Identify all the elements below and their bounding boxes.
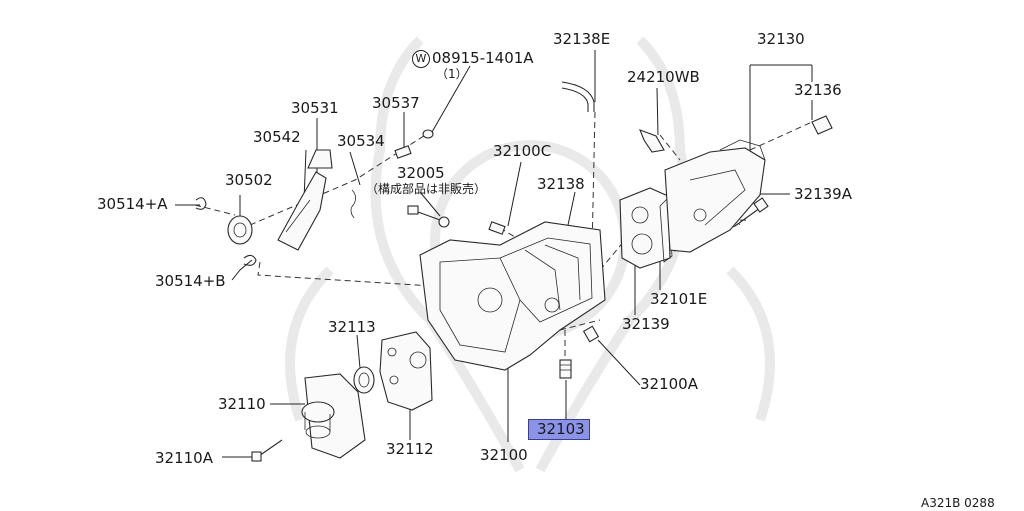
clip-30514A (195, 197, 207, 210)
label-32103-highlighted[interactable]: 32103 (528, 419, 590, 440)
washer-08915 (422, 129, 434, 139)
gasket-32139 (659, 197, 673, 263)
transmission-case-32100 (419, 221, 606, 371)
bolt-32110A (251, 439, 283, 462)
label-30534[interactable]: 30534 (337, 132, 385, 150)
pivot-bolt-30537 (394, 145, 412, 159)
label-32138E[interactable]: 32138E (553, 30, 611, 48)
washer-symbol-icon: W (412, 50, 430, 68)
label-32100A[interactable]: 32100A (640, 375, 698, 393)
lever-spring (350, 189, 356, 219)
label-32138[interactable]: 32138 (537, 175, 585, 193)
label-24210WB[interactable]: 24210WB (627, 68, 700, 86)
label-30537[interactable]: 30537 (372, 94, 420, 112)
label-32005-note: （構成部品は非販売） (366, 182, 487, 196)
bolt-32100C (488, 221, 506, 235)
label-32139A[interactable]: 32139A (794, 185, 852, 203)
label-32100C[interactable]: 32100C (493, 142, 552, 160)
label-32100[interactable]: 32100 (480, 446, 528, 464)
plug-32136 (811, 115, 833, 135)
diagram-code: A321B 0288 (921, 496, 995, 510)
extension-housing-32130 (664, 139, 766, 253)
front-cover-32110 (301, 373, 366, 459)
clip-30514B (243, 254, 257, 266)
label-32110[interactable]: 32110 (218, 395, 266, 413)
adapter-plate-32101E (619, 187, 671, 269)
label-32139[interactable]: 32139 (622, 315, 670, 333)
label-32136[interactable]: 32136 (794, 81, 842, 99)
label-30542[interactable]: 30542 (253, 128, 301, 146)
bolt-32139A (734, 197, 769, 227)
label-30502[interactable]: 30502 (225, 171, 273, 189)
label-08915-qty: （1） (436, 67, 468, 81)
plug-32103 (559, 359, 572, 379)
label-32113[interactable]: 32113 (328, 318, 376, 336)
label-32005[interactable]: 32005 (397, 164, 445, 182)
label-32112[interactable]: 32112 (386, 440, 434, 458)
withdrawal-lever (277, 149, 333, 251)
label-30514A[interactable]: 30514+A (97, 195, 168, 213)
bracket-24210WB (639, 129, 665, 153)
label-32130[interactable]: 32130 (757, 30, 805, 48)
breather-tube-32138E (561, 81, 595, 112)
sensor-32005 (407, 205, 450, 228)
label-08915-text: 08915-1401A (432, 49, 534, 67)
label-32110A[interactable]: 32110A (155, 449, 213, 467)
plug-32100A (582, 325, 600, 343)
label-30514B[interactable]: 30514+B (155, 272, 226, 290)
oil-seal-32113 (353, 366, 375, 394)
label-30531[interactable]: 30531 (291, 99, 339, 117)
release-bearing (227, 215, 253, 245)
gasket-32112 (379, 331, 433, 411)
label-32101E[interactable]: 32101E (650, 290, 708, 308)
